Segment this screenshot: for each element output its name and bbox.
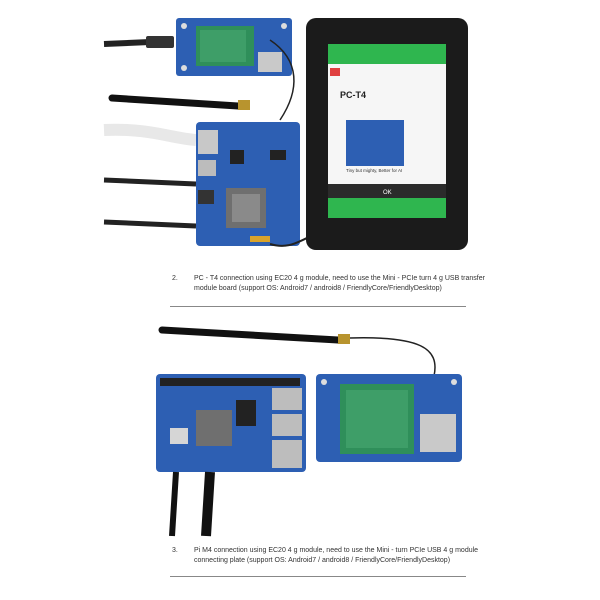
screen-tagline: Tiny but mighty, Better for AI — [346, 168, 402, 173]
screen-product-title: PC-T4 — [340, 90, 366, 100]
photo-panel-pc-t4: PC-T4 Tiny but mighty, Better for AI OK … — [103, 18, 485, 307]
usb-plug — [146, 36, 174, 48]
pc-t4-board — [196, 122, 300, 246]
antenna-connector — [238, 100, 250, 110]
usb-adapter-board — [176, 18, 292, 76]
ethernet-cable — [103, 123, 197, 146]
power-cable — [103, 177, 197, 187]
antenna-wire — [269, 39, 295, 121]
divider — [170, 306, 466, 307]
hdmi-cable — [103, 219, 197, 229]
antenna-icon — [108, 94, 242, 110]
pc-t4-photo: PC-T4 Tiny but mighty, Better for AI OK — [103, 18, 468, 250]
divider — [170, 576, 466, 577]
caption-text: PC - T4 connection using EC20 4 g module… — [194, 275, 485, 292]
screen-button-label: OK — [383, 190, 392, 196]
caption-number: 3. — [172, 547, 178, 554]
photo-panel-pi-m4: 3. Pi M4 connection using EC20 4 g modul… — [0, 318, 600, 600]
usb-adapter-board — [316, 374, 462, 462]
hdmi-cable — [201, 471, 215, 537]
antenna-wire — [349, 337, 436, 377]
caption-text: Pi M4 connection using EC20 4 g module, … — [194, 547, 479, 564]
usb-cable — [103, 39, 151, 47]
pi-m4-photo — [156, 326, 462, 537]
usb-c-cable — [169, 471, 179, 537]
pi-m4-board — [156, 374, 306, 472]
antenna-connector — [338, 334, 350, 344]
caption-number: 2. — [172, 275, 178, 282]
tablet-display: PC-T4 Tiny but mighty, Better for AI OK — [306, 18, 468, 250]
antenna-icon — [158, 326, 342, 344]
